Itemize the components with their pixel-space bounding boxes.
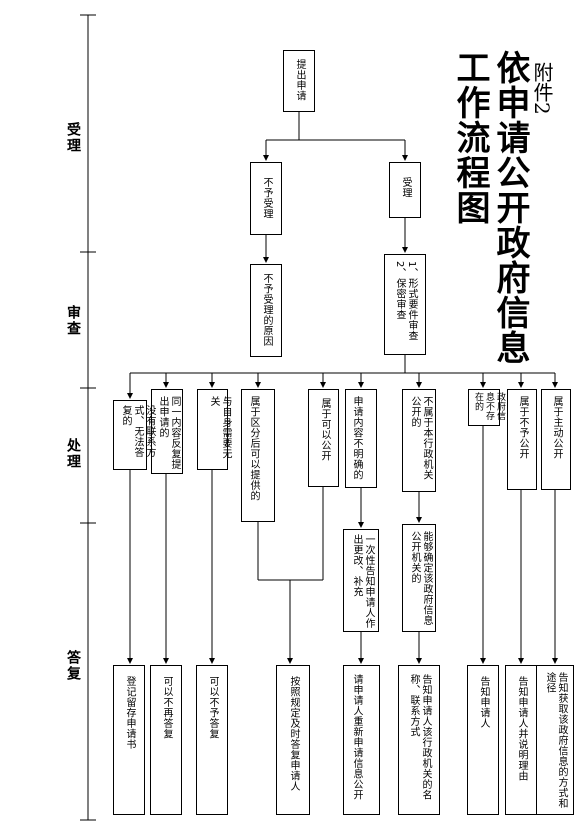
- accept-text: 受理: [400, 177, 411, 198]
- stage-label-accept: 受理: [65, 122, 81, 154]
- handle-box-distinguish: 属于区分后可以提供的: [241, 389, 275, 522]
- handle-text-unclear: 申请内容不明确的: [351, 396, 362, 480]
- step-text-determine-agency: 能够确定该政府信息公开机关的: [409, 531, 432, 626]
- handle-box-repeated: 同一内容反复提出申请的: [151, 389, 183, 474]
- submit-application-box: 提出申请: [283, 50, 315, 112]
- page-title: 依申请公开政府信息工作流程图: [450, 50, 530, 365]
- reply-text-register: 登记留存申请书: [124, 676, 135, 750]
- handle-text-no-contact: 没有联系方式、无法答复的: [120, 405, 155, 458]
- accept-box: 受理: [389, 162, 421, 218]
- reply-box-no-reply: 可以不予答复: [196, 665, 228, 815]
- handle-text-unrelated: 与自身需要无关: [208, 396, 231, 459]
- stage-label-reply: 答复: [65, 650, 81, 682]
- review-box: 1、形式要件审查 2、保密审查: [384, 254, 426, 355]
- handle-box-not-exist: 政府信息不存在的: [468, 389, 505, 426]
- annex-label: 附件2: [530, 62, 554, 115]
- handle-text-proactive: 属于主动公开: [551, 396, 562, 459]
- not-accept-reason-box: 不予受理的原因: [250, 264, 282, 357]
- handle-box-unrelated: 与自身需要无关: [197, 389, 231, 470]
- reply-text-other-agency: 告知申请人该行政机关的名称、联系方式: [408, 674, 431, 800]
- reply-box-not-exist: 告知申请人: [467, 665, 499, 815]
- reply-text-reapply: 请申请人重新申请信息公开: [351, 674, 362, 800]
- handle-box-not-disclose: 属于不予公开: [507, 389, 537, 490]
- reply-text-proactive: 告知获取该政府信息的方式和途径: [544, 672, 567, 809]
- reply-box-no-re-reply: 可以不再答复: [150, 665, 182, 815]
- submit-application-text: 提出申请: [294, 59, 305, 101]
- reply-box-proactive: 告知获取该政府信息的方式和途径: [536, 665, 574, 815]
- stage-label-review: 审查: [65, 305, 81, 337]
- handle-box-proactive: 属于主动公开: [541, 389, 571, 490]
- handle-box-can-disclose: 属于可以公开: [308, 389, 339, 487]
- reply-text-no-re-reply: 可以不再答复: [161, 676, 172, 739]
- step-text-notify-once: 一次性告知申请人作出更改、补充: [351, 534, 374, 629]
- reply-text-not-disclose: 告知申请人并说明理由: [516, 676, 527, 781]
- not-accept-text: 不予受理: [261, 177, 272, 219]
- not-accept-reason-text: 不予受理的原因: [261, 273, 272, 347]
- handle-text-can-disclose: 属于可以公开: [319, 398, 330, 461]
- reply-box-register: 登记留存申请书: [113, 665, 145, 815]
- reply-box-timely: 按照规定及时答复申请人: [276, 665, 310, 815]
- not-accept-box: 不予受理: [250, 162, 282, 235]
- handle-box-no-contact: 没有联系方式、无法答复的: [113, 400, 155, 470]
- handle-box-other-agency: 不属于本行政机关公开的: [402, 389, 436, 492]
- stage-label-process: 处理: [65, 438, 81, 470]
- handle-text-not-exist: 政府信息不存在的: [473, 392, 505, 421]
- step-box-determine-agency: 能够确定该政府信息公开机关的: [402, 524, 436, 632]
- handle-text-distinguish: 属于区分后可以提供的: [248, 396, 259, 501]
- reply-text-timely: 按照规定及时答复申请人: [288, 676, 299, 792]
- reply-text-no-reply: 可以不予答复: [207, 676, 218, 739]
- handle-text-other-agency: 不属于本行政机关公开的: [409, 396, 432, 480]
- reply-text-not-exist: 告知申请人: [478, 676, 489, 729]
- handle-text-repeated: 同一内容反复提出申请的: [157, 396, 180, 470]
- handle-box-unclear: 申请内容不明确的: [345, 389, 377, 488]
- reply-box-reapply: 请申请人重新申请信息公开: [343, 665, 380, 815]
- reply-box-not-disclose: 告知申请人并说明理由: [505, 665, 537, 815]
- reply-box-other-agency: 告知申请人该行政机关的名称、联系方式: [398, 665, 440, 815]
- step-box-notify-once: 一次性告知申请人作出更改、补充: [343, 529, 379, 632]
- handle-text-not-disclose: 属于不予公开: [517, 396, 528, 459]
- review-text: 1、形式要件审查 2、保密审查: [394, 261, 417, 342]
